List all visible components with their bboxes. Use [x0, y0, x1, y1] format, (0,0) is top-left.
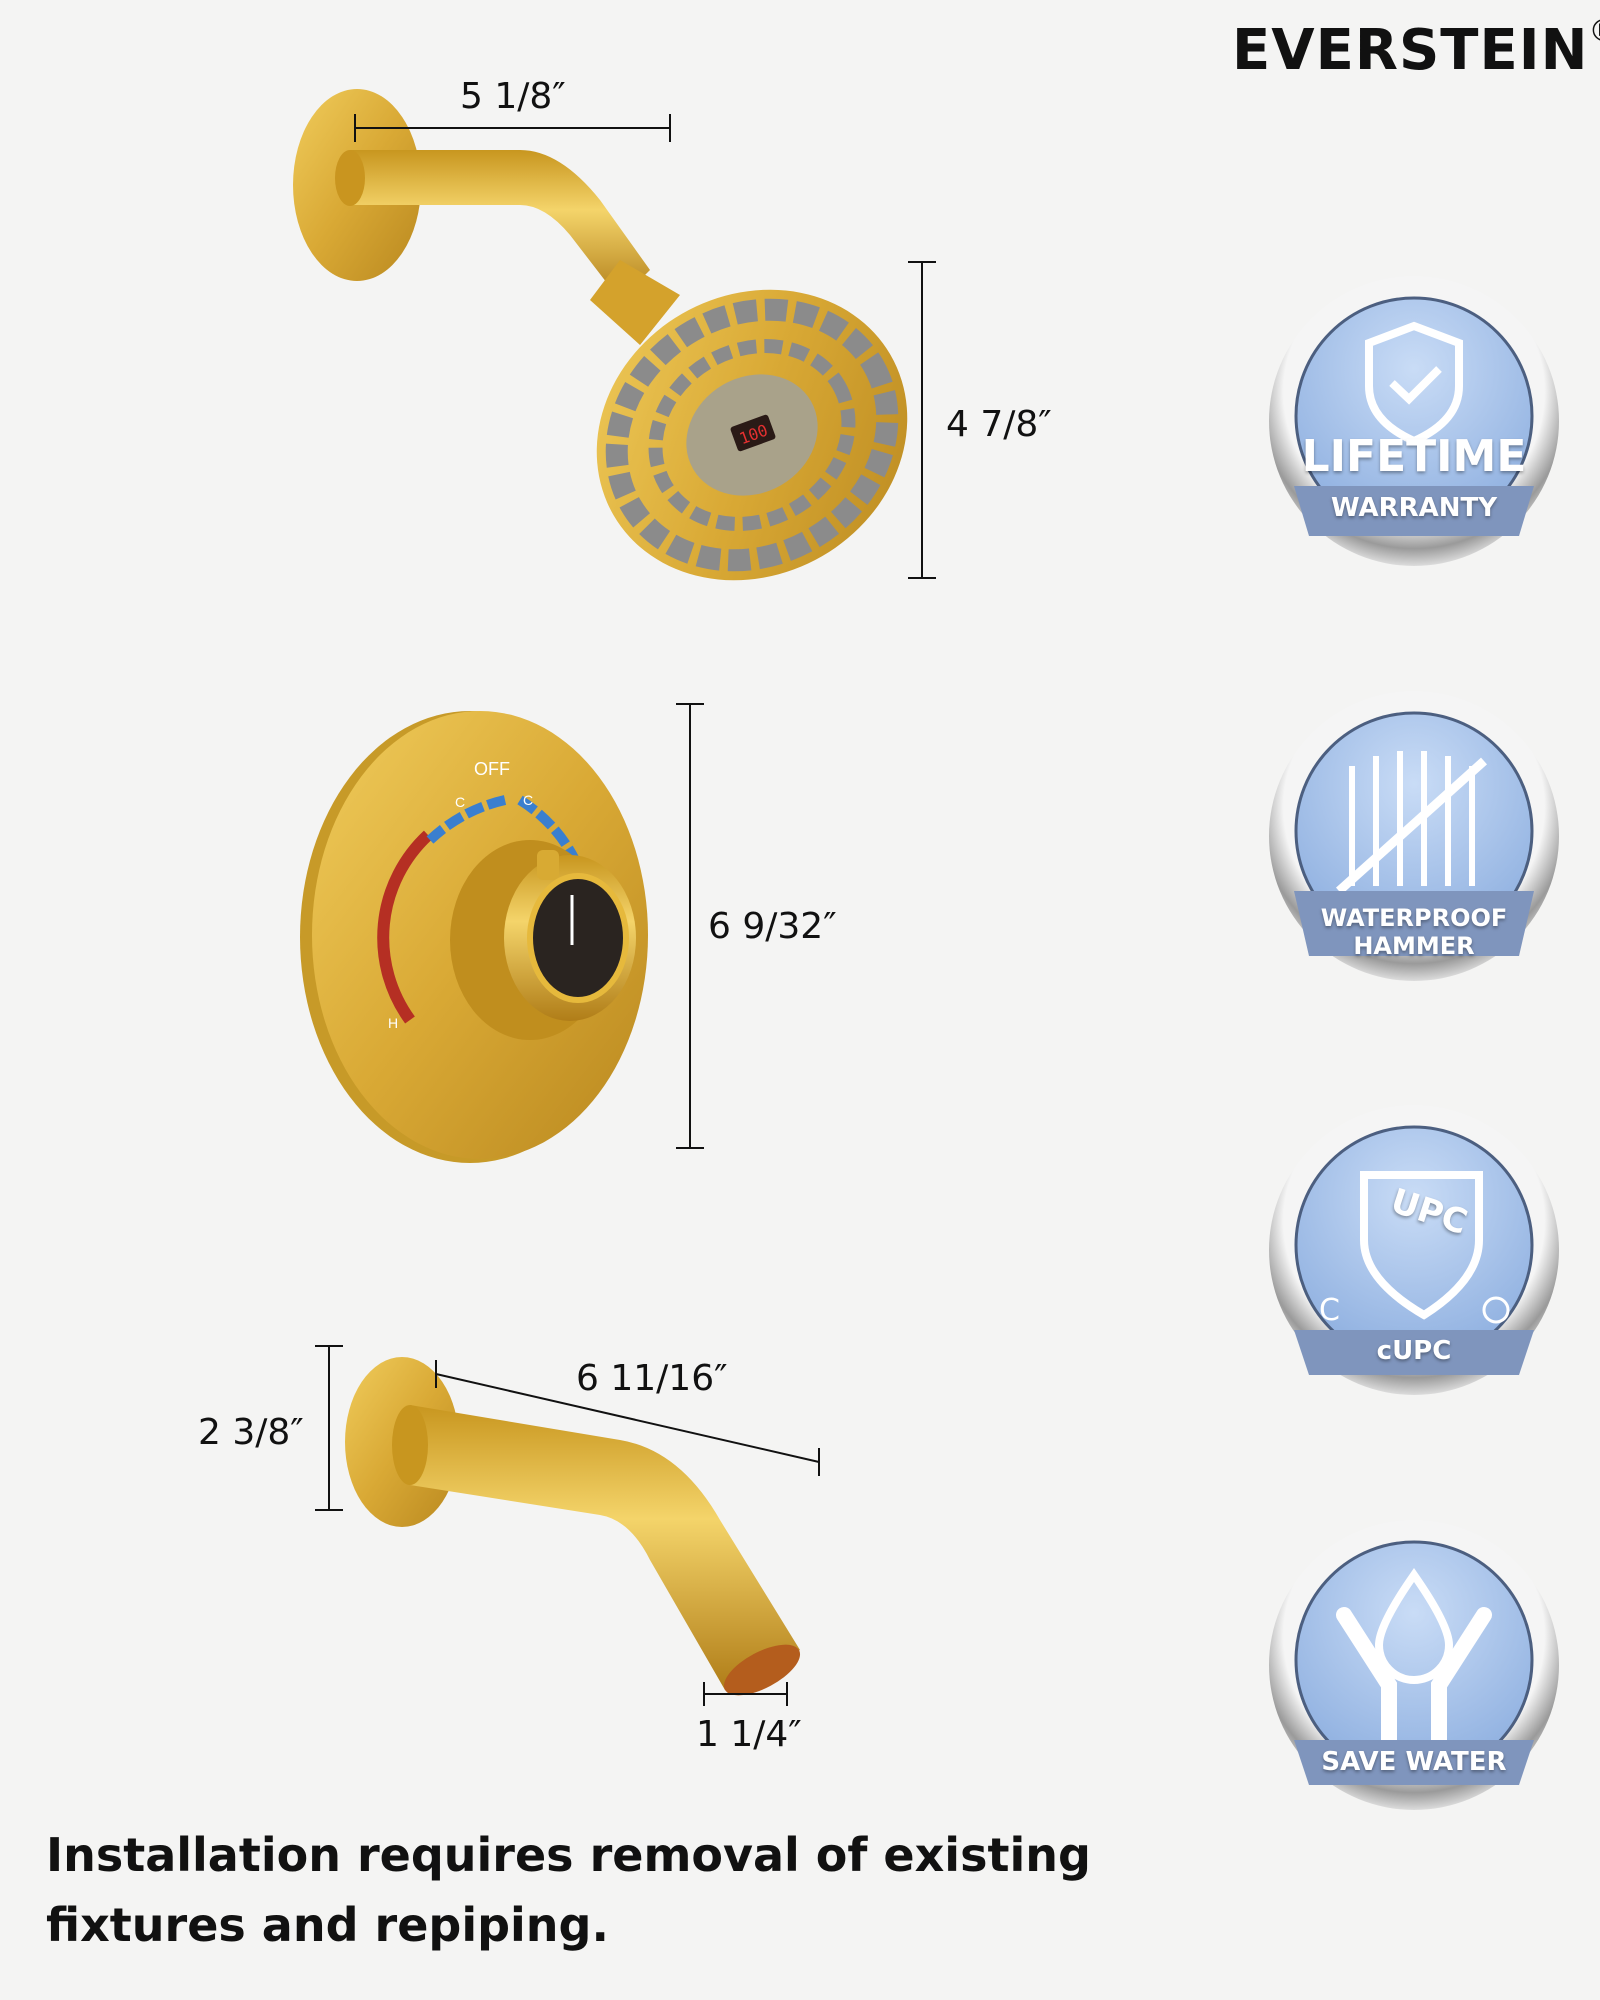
dimension-lines-spout	[315, 1345, 820, 1706]
note-line-2: fixtures and repiping.	[46, 1898, 609, 1952]
brand-logo: EVERSTEIN®	[1232, 14, 1600, 83]
badge-subtitle-line2: HAMMER	[1353, 932, 1475, 960]
tub-spout	[345, 1357, 801, 1696]
valve-cold-label-left: C	[455, 794, 465, 810]
dim-spout-flange-height: 2 3/8″	[198, 1412, 304, 1453]
badge-subtitle: SAVE WATER	[1321, 1747, 1507, 1777]
badge-subtitle: cUPC	[1376, 1336, 1452, 1366]
badge-cupc: C UPC cUPC	[1264, 1100, 1564, 1400]
dim-spout-length: 6 11/16″	[576, 1358, 728, 1399]
badge-save-water: SAVE WATER	[1264, 1515, 1564, 1815]
upc-shield-icon: C	[1269, 1105, 1559, 1395]
valve-off-label: OFF	[474, 759, 510, 779]
badge-waterproof-hammer: WATERPROOF HAMMER	[1264, 686, 1564, 986]
dim-valve-trim-diameter: 6 9/32″	[708, 906, 837, 947]
dim-shower-arm-length: 5 1/8″	[460, 76, 566, 117]
shower-head-assembly: 100	[293, 89, 908, 581]
valve-trim-plate: OFF C C H	[300, 711, 648, 1163]
badge-subtitle-line1: WATERPROOF	[1320, 904, 1508, 932]
registered-mark: ®	[1588, 14, 1600, 49]
badge-lifetime-warranty: LIFETIME WARRANTY	[1264, 271, 1564, 571]
dim-shower-head-diameter: 4 7/8″	[946, 404, 1052, 445]
dimension-lines-valve	[676, 703, 704, 1149]
brand-name: EVERSTEIN	[1232, 18, 1589, 83]
installation-note: Installation requires removal of existin…	[46, 1820, 1091, 1960]
svg-text:C: C	[1319, 1293, 1340, 1328]
water-hammer-icon	[1269, 691, 1559, 981]
badge-subtitle: WARRANTY	[1330, 493, 1498, 523]
note-line-1: Installation requires removal of existin…	[46, 1828, 1091, 1882]
dimension-lines-shower	[354, 114, 936, 579]
badge-title: LIFETIME	[1301, 431, 1527, 482]
water-drop-hands-icon	[1269, 1520, 1559, 1810]
shield-check-icon	[1269, 276, 1559, 566]
valve-cold-label-right: C	[523, 792, 533, 808]
dim-spout-outlet-diameter: 1 1/4″	[696, 1714, 802, 1755]
valve-hot-label: H	[388, 1015, 398, 1031]
